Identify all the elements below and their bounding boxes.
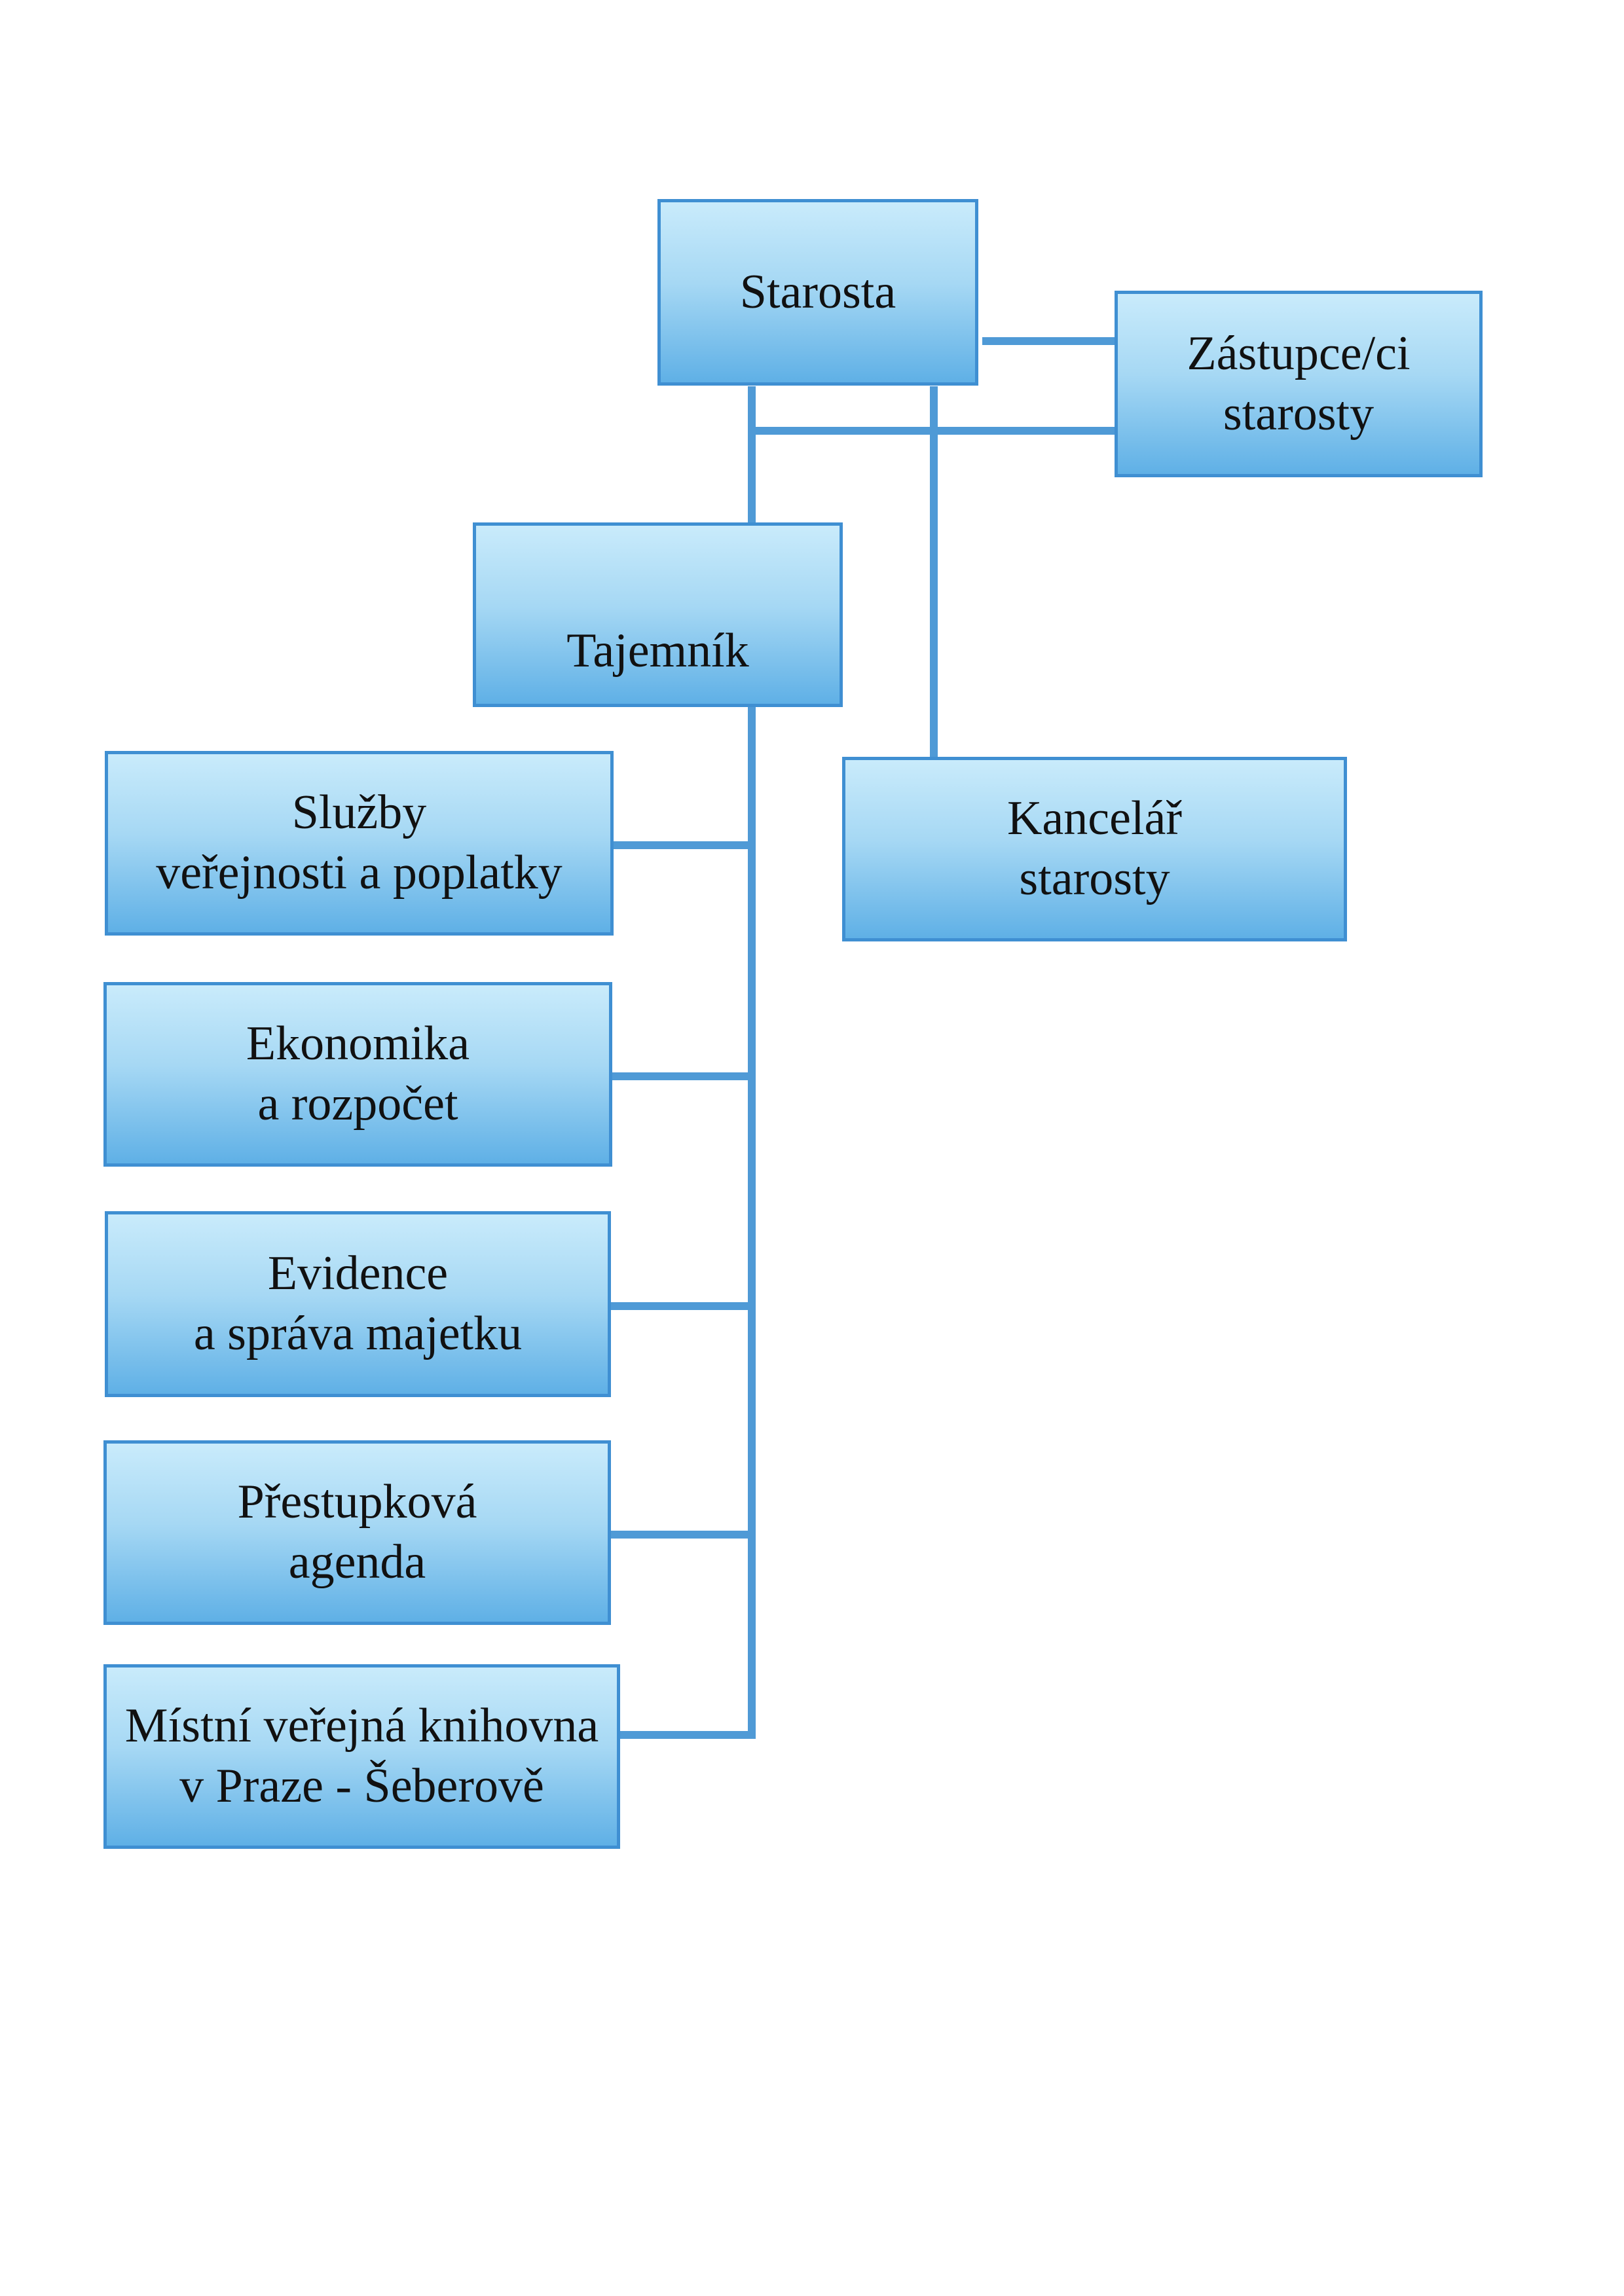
node-kancelar-starosty-label: Kancelář starosty [1006,792,1183,905]
node-starosta-label: Starosta [739,264,896,319]
connector-branch-sluzby [614,841,756,849]
connector-starosta-tajemnik [748,386,756,522]
node-evidence-majetku-label: Evidence a správa majetku [193,1247,523,1360]
connector-branch-knihovna [620,1731,756,1739]
node-sluzby-verejnosti: Služby veřejnosti a poplatky [105,751,614,936]
node-mistni-knihovna: Místní veřejná knihovna v Praze - Šebero… [103,1664,620,1849]
node-starosta: Starosta [657,199,978,386]
node-ekonomika-label: Ekonomika a rozpočet [246,1017,470,1131]
connector-starosta-kancelar [930,386,938,758]
connector-branch-ekonomika [612,1072,756,1080]
node-prestupkova-agenda: Přestupková agenda [103,1440,611,1625]
node-mistni-knihovna-label: Místní veřejná knihovna v Praze - Šebero… [124,1699,599,1813]
node-sluzby-verejnosti-label: Služby veřejnosti a poplatky [156,786,563,900]
node-zastupce-starosty-label: Zástupce/ci starosty [1187,326,1411,441]
connector-tajemnik-trunk [748,707,756,1739]
connector-starosta-zastupce-upper [982,337,1121,345]
node-tajemnik: Tajemník [473,522,843,707]
node-tajemnik-label: Tajemník [566,624,749,678]
connector-branch-prestupkova [611,1531,756,1539]
node-prestupkova-agenda-label: Přestupková agenda [237,1475,477,1589]
node-kancelar-starosty: Kancelář starosty [842,757,1347,941]
connector-branch-evidence [611,1302,756,1310]
node-zastupce-starosty: Zástupce/ci starosty [1115,291,1483,477]
node-ekonomika: Ekonomika a rozpočet [103,982,612,1167]
node-evidence-majetku: Evidence a správa majetku [105,1211,611,1397]
